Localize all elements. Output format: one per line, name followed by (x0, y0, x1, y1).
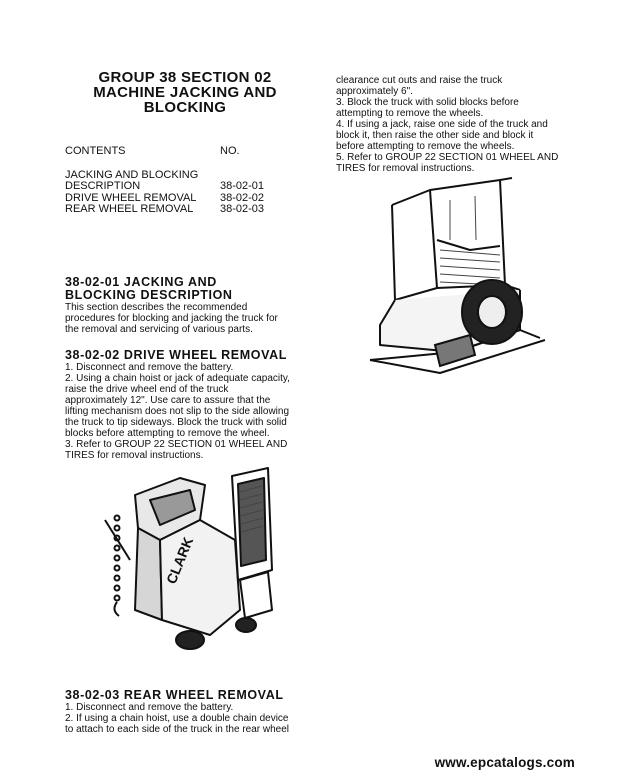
truck-brand-label: CLARK (163, 535, 196, 586)
contents-row: REAR WHEEL REMOVAL 38-02-03 (65, 203, 305, 216)
contents-row: JACKING AND BLOCKING (65, 168, 305, 182)
body-line: 4. If using a jack, raise one side of th… (336, 119, 548, 130)
contents-item-no: 38-02-02 (220, 191, 265, 204)
contents-item-label: DRIVE WHEEL REMOVAL (65, 191, 197, 204)
body-line: attempting to remove the wheels. (336, 108, 484, 119)
contents-heading: CONTENTS (65, 145, 126, 157)
body-line: 1. Disconnect and remove the battery. (65, 702, 234, 713)
contents-item-no: 38-02-03 (220, 203, 265, 215)
body-line: block it, then raise the other side and … (336, 130, 534, 141)
section-rear-wheel-removal: 38-02-03 REAR WHEEL REMOVAL 1. Disconnec… (65, 688, 309, 736)
body-line: before attempting to remove the wheels. (336, 141, 515, 152)
body-line: approximately 12". Use care to assure th… (65, 395, 271, 406)
contents-no-heading: NO. (220, 145, 240, 157)
hoist-chain-icon (113, 514, 121, 617)
section-heading: 38-02-03 REAR WHEEL REMOVAL (65, 688, 284, 702)
section-heading: BLOCKING DESCRIPTION (65, 288, 233, 302)
section-heading: 38-02-01 JACKING AND (65, 275, 217, 289)
footer-url: www.epcatalogs.com (434, 755, 575, 770)
body-line: lifting mechanism does not slip to the s… (65, 406, 290, 417)
column2-text: clearance cut outs and raise the truck a… (336, 75, 580, 174)
contents-row: DRIVE WHEEL REMOVAL 38-02-02 (65, 191, 305, 205)
body-line: 2. Using a chain hoist or jack of adequa… (65, 373, 290, 384)
body-line: 5. Refer to GROUP 22 SECTION 01 WHEEL AN… (336, 152, 559, 163)
contents-item-label: DESCRIPTION (65, 180, 141, 192)
section-body: This section describes the recommended p… (65, 302, 309, 335)
contents-header-row: CONTENTS NO. (65, 145, 305, 158)
body-line: raise the drive wheel end of the truck (65, 384, 229, 395)
body-line: 2. If using a chain hoist, use a double … (65, 713, 289, 724)
title-line-2: MACHINE JACKING AND (93, 84, 277, 101)
title-line-1: GROUP 38 SECTION 02 (98, 69, 272, 86)
contents-row: DESCRIPTION 38-02-01 (65, 180, 305, 193)
body-line: 3. Block the truck with solid blocks bef… (336, 97, 519, 108)
body-line: blocks before attempting to remove the w… (65, 428, 270, 439)
body-line: TIRES for removal instructions. (336, 163, 475, 174)
contents-item-no: 38-02-01 (220, 180, 265, 192)
body-line: the truck to tip sideways. Block the tru… (65, 417, 287, 428)
body-line: TIRES for removal instructions. (65, 450, 204, 461)
page-title: GROUP 38 SECTION 02 MACHINE JACKING AND … (62, 70, 308, 115)
title-line-3: BLOCKING (143, 99, 227, 116)
section-body: 1. Disconnect and remove the battery. 2.… (65, 702, 309, 735)
body-line: 3. Refer to GROUP 22 SECTION 01 WHEEL AN… (65, 439, 288, 450)
contents-item-label: JACKING AND BLOCKING (65, 168, 199, 181)
body-line: This section describes the recommended (65, 302, 248, 313)
body-line: the removal and servicing of various par… (65, 324, 253, 335)
body-line: approximately 6". (336, 86, 413, 97)
body-line: to attach to each side of the truck in t… (65, 724, 290, 735)
contents-item-label: REAR WHEEL REMOVAL (65, 203, 194, 215)
section-body: 1. Disconnect and remove the battery. 2.… (65, 362, 309, 461)
body-line: clearance cut outs and raise the truck (336, 75, 503, 86)
section-drive-wheel-removal: 38-02-02 DRIVE WHEEL REMOVAL 1. Disconne… (65, 348, 309, 462)
body-line: procedures for blocking and jacking the … (65, 313, 278, 324)
section-jacking-blocking: 38-02-01 JACKING AND BLOCKING DESCRIPTIO… (65, 275, 309, 336)
section-heading: 38-02-02 DRIVE WHEEL REMOVAL (65, 348, 287, 362)
contents-table: CONTENTS NO. JACKING AND BLOCKING DESCRI… (65, 145, 305, 216)
body-line: 1. Disconnect and remove the battery. (65, 362, 234, 373)
rear-wheel-icon (461, 279, 523, 345)
wheel-block-icon (433, 333, 477, 368)
